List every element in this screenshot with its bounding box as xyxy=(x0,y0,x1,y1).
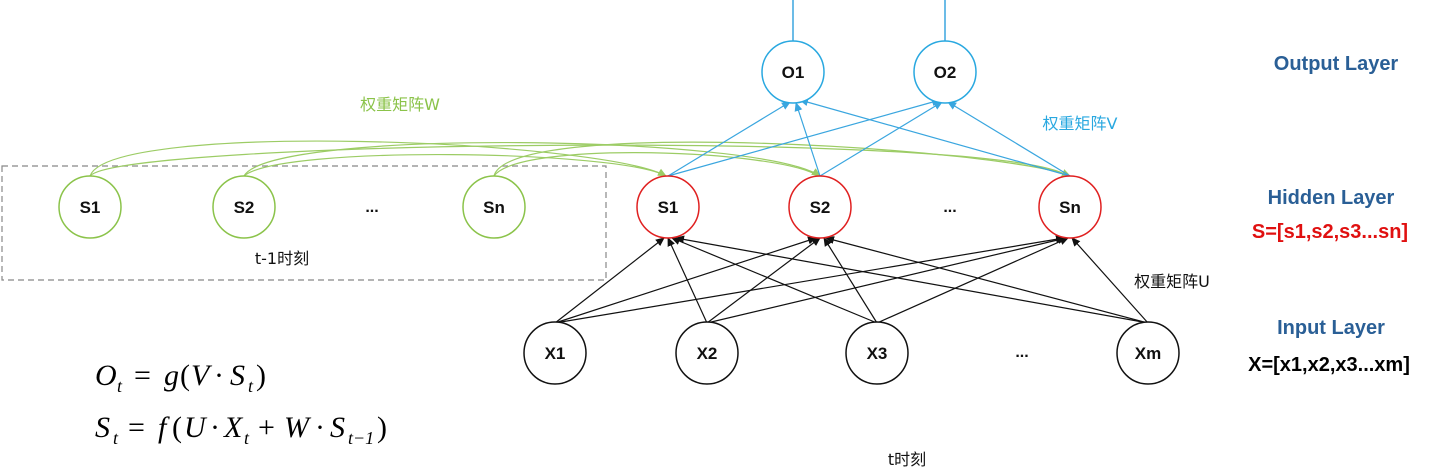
time-t-label: t时刻 xyxy=(888,450,926,469)
input-node-x3-label: X3 xyxy=(867,344,888,363)
svg-text:X: X xyxy=(223,411,244,444)
svg-text:t−1: t−1 xyxy=(348,428,374,448)
prev-hidden-node-s1-label: S1 xyxy=(80,198,101,217)
output-layer-title: Output Layer xyxy=(1274,53,1399,75)
input-node-x1-label: X1 xyxy=(545,344,566,363)
prev-timestep-box xyxy=(1,165,607,281)
input-node-x2-label: X2 xyxy=(697,344,718,363)
svg-text:t: t xyxy=(117,376,123,396)
output-node-o2-label: O2 xyxy=(934,63,957,82)
svg-text:U: U xyxy=(184,411,208,444)
svg-text:O: O xyxy=(95,359,117,392)
output-node-o2: O2 xyxy=(913,40,977,104)
formula-hidden: S t = f ( U · X t + W · S t−1 ) xyxy=(95,411,387,448)
hidden-layer-formula: S=[s1,s2,s3...sn] xyxy=(1252,221,1408,243)
svg-text:+: + xyxy=(258,411,275,444)
weight-w-label: 权重矩阵W xyxy=(360,95,440,114)
input-layer-formula: X=[x1,x2,x3...xm] xyxy=(1248,354,1410,376)
hidden-node-s1-label: S1 xyxy=(658,198,679,217)
weight-v-label: 权重矩阵V xyxy=(1043,114,1118,133)
svg-text:t: t xyxy=(248,376,254,396)
hidden-node-sn: Sn xyxy=(1038,175,1102,239)
hidden-to-output-connections-v xyxy=(667,98,1071,177)
svg-text:·: · xyxy=(214,359,224,392)
svg-text:): ) xyxy=(256,359,266,392)
hidden-node-s2: S2 xyxy=(788,175,852,239)
input-node-xm: Xm xyxy=(1116,321,1180,385)
prev-hidden-node-s2-label: S2 xyxy=(234,198,255,217)
svg-text:·: · xyxy=(315,411,325,444)
prev-hidden-node-s1: S1 xyxy=(58,175,122,239)
prev-hidden-node-sn: Sn xyxy=(462,175,526,239)
svg-text:t: t xyxy=(113,428,119,448)
formula-output: O t = g ( V · S t ) xyxy=(95,359,266,396)
svg-text:S: S xyxy=(330,411,345,444)
recurrent-connections-w xyxy=(89,140,1071,177)
svg-text:f: f xyxy=(158,411,170,444)
svg-text:): ) xyxy=(377,411,387,444)
hidden-node-sn-label: Sn xyxy=(1059,198,1081,217)
input-layer-title: Input Layer xyxy=(1277,317,1385,339)
hidden-node-s2-label: S2 xyxy=(810,198,831,217)
input-ellipsis: ... xyxy=(1015,344,1028,361)
svg-text:V: V xyxy=(191,359,213,392)
svg-text:(: ( xyxy=(172,411,182,444)
svg-text:=: = xyxy=(134,359,151,392)
svg-text:=: = xyxy=(128,411,145,444)
prev-time-label: t-1时刻 xyxy=(255,249,309,268)
hidden-ellipsis: ... xyxy=(943,199,956,216)
svg-text:t: t xyxy=(244,428,250,448)
weight-u-label: 权重矩阵U xyxy=(1134,272,1210,291)
svg-text:(: ( xyxy=(180,359,190,392)
input-node-x2: X2 xyxy=(675,321,739,385)
prev-hidden-node-s2: S2 xyxy=(212,175,276,239)
output-node-o1: O1 xyxy=(761,40,825,104)
svg-text:S: S xyxy=(230,359,245,392)
input-node-x3: X3 xyxy=(845,321,909,385)
svg-text:W: W xyxy=(284,411,312,444)
output-node-o1-label: O1 xyxy=(782,63,805,82)
svg-text:g: g xyxy=(164,359,179,392)
svg-text:·: · xyxy=(210,411,220,444)
prev-hidden-node-sn-label: Sn xyxy=(483,198,505,217)
input-node-x1: X1 xyxy=(523,321,587,385)
input-node-xm-label: Xm xyxy=(1135,344,1161,363)
hidden-node-s1: S1 xyxy=(636,175,700,239)
svg-text:S: S xyxy=(95,411,110,444)
prev-hidden-ellipsis: ... xyxy=(365,199,378,216)
input-to-hidden-connections-u xyxy=(554,235,1149,324)
hidden-layer-title: Hidden Layer xyxy=(1268,187,1395,209)
